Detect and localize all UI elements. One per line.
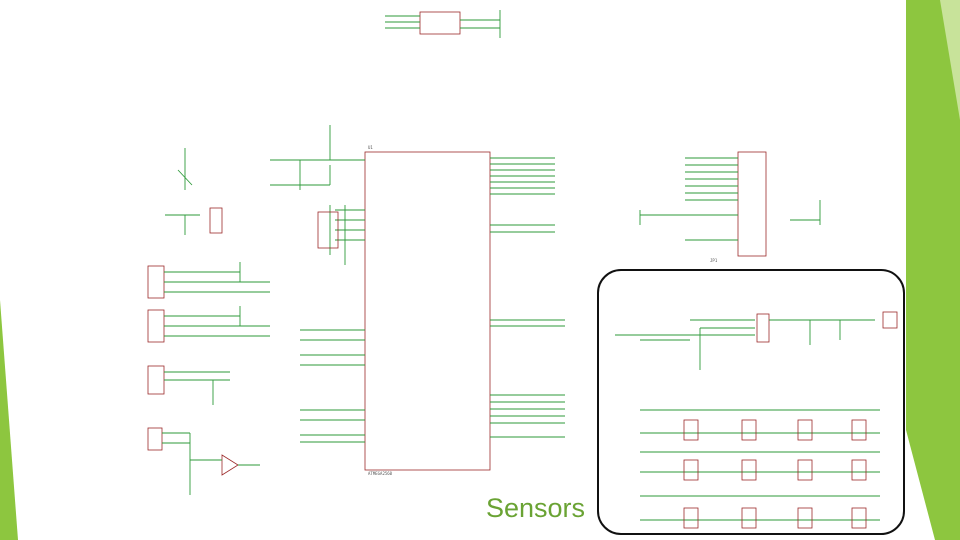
section-label: Sensors — [486, 493, 586, 523]
mcu-chip: U1 ATMEGA2560 — [364, 145, 491, 476]
sensors-highlight-box — [597, 269, 905, 535]
right-header-bottom-label: JP1 — [710, 258, 718, 263]
sensor-circuit — [615, 311, 898, 529]
left-connectors — [147, 262, 270, 495]
mcu-top-label: U1 — [368, 145, 373, 150]
top-regulator — [385, 10, 501, 38]
left-components — [165, 125, 365, 443]
mcu-right-buses — [490, 157, 565, 438]
mcu-bottom-label: ATMEGA2560 — [368, 471, 393, 476]
right-header: JP1 — [639, 151, 821, 263]
